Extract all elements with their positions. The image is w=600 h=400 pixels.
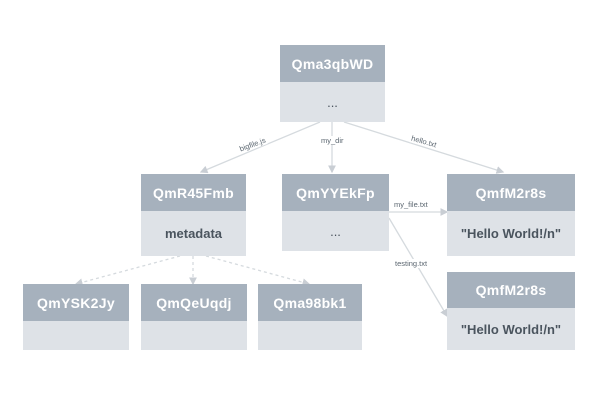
node-hash: QmYYEkFp [282,174,389,211]
node-content [23,321,129,350]
node-content: ... [280,82,385,122]
node-mydir: QmYYEkFp ... [282,174,389,251]
node-content: ... [282,211,389,251]
edge-label-mydir: my_dir [320,136,345,145]
edge-root-to-hello [343,121,505,174]
edge-label-testing: testing.txt [394,259,429,268]
node-content: "Hello World!/n" [447,308,575,350]
node-hash: QmfM2r8s [447,174,575,211]
edge-bigfile-to-chunk3 [205,255,311,287]
node-content: "Hello World!/n" [447,211,575,256]
node-root: Qma3qbWD ... [280,45,385,122]
node-hash: Qma3qbWD [280,45,385,82]
node-testing: QmfM2r8s "Hello World!/n" [447,272,575,350]
edge-label-myfile: my_file.txt [393,200,429,209]
node-hash: QmR45Fmb [141,174,246,211]
node-hello: QmfM2r8s "Hello World!/n" [447,174,575,256]
node-content [141,321,247,350]
node-content [258,321,362,350]
node-chunk1: QmYSK2Jy [23,284,129,350]
edge-bigfile-to-chunk1 [74,255,181,287]
node-hash: QmYSK2Jy [23,284,129,321]
node-content: metadata [141,211,246,256]
node-chunk3: Qma98bk1 [258,284,362,350]
node-hash: QmQeUqdj [141,284,247,321]
edge-root-to-bigfile [199,121,321,174]
node-chunk2: QmQeUqdj [141,284,247,350]
node-hash: QmfM2r8s [447,272,575,308]
node-bigfile: QmR45Fmb metadata [141,174,246,256]
node-hash: Qma98bk1 [258,284,362,321]
